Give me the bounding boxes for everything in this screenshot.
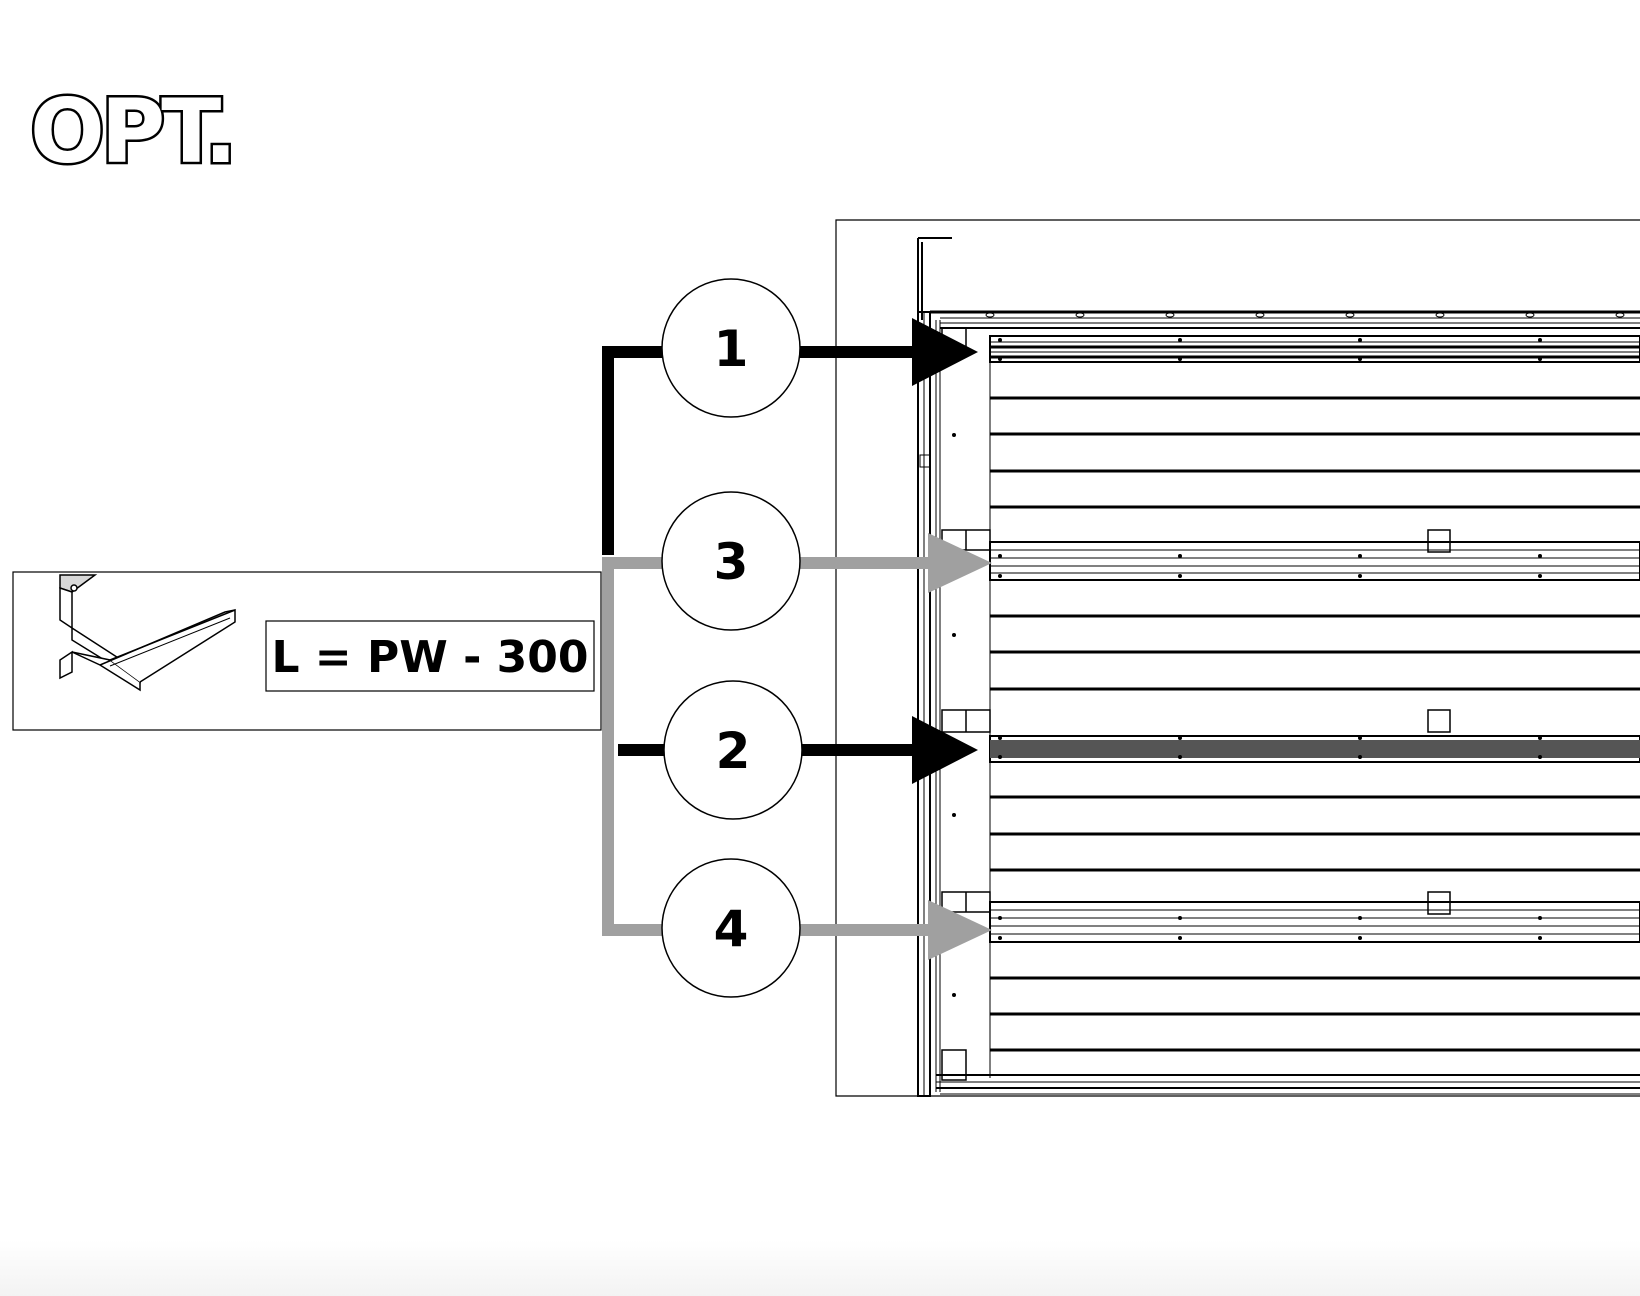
center-brackets <box>1427 529 1451 915</box>
step-4-callout: 4 <box>661 858 801 998</box>
panel-ribs <box>990 396 1640 1052</box>
formula-box <box>265 620 595 692</box>
step-3-callout: 3 <box>661 491 801 631</box>
step-1-label: 1 <box>714 320 749 378</box>
arrow-3-head <box>928 533 992 593</box>
step-1-callout: 1 <box>661 278 801 418</box>
left-hinges <box>941 327 991 1081</box>
wall-outline <box>835 219 1640 1097</box>
title-opt: OPT. <box>30 80 233 183</box>
top-bracket <box>917 237 952 320</box>
section-joint-1 <box>989 335 1640 363</box>
connector-grey-tree <box>602 557 665 936</box>
bottom-rail <box>936 1074 1640 1095</box>
connectors <box>602 346 665 936</box>
section-joint-4 <box>989 901 1640 943</box>
door-panel-drawing <box>835 219 1640 1097</box>
step-3-label: 3 <box>714 533 749 591</box>
part-callout: L = PW - 300 <box>12 571 602 731</box>
arrow-4-head <box>928 900 992 960</box>
step-4-label: 4 <box>714 900 749 958</box>
arrows <box>800 318 992 960</box>
z-profile-strut-icon <box>59 574 236 692</box>
vertical-track <box>917 311 991 1097</box>
screw-dots <box>952 338 1542 997</box>
step-2-callout: 2 <box>663 680 803 820</box>
section-joint-3 <box>989 735 1640 763</box>
arrow-1-head <box>912 318 978 386</box>
connector-black-vertical <box>602 346 665 555</box>
step-2-label: 2 <box>716 722 751 780</box>
arrow-2-head <box>912 716 978 784</box>
bottom-fade <box>0 1240 1640 1296</box>
section-joint-2 <box>989 541 1640 581</box>
top-rail <box>930 310 1640 329</box>
formula-label: L = PW - 300 <box>271 632 588 683</box>
